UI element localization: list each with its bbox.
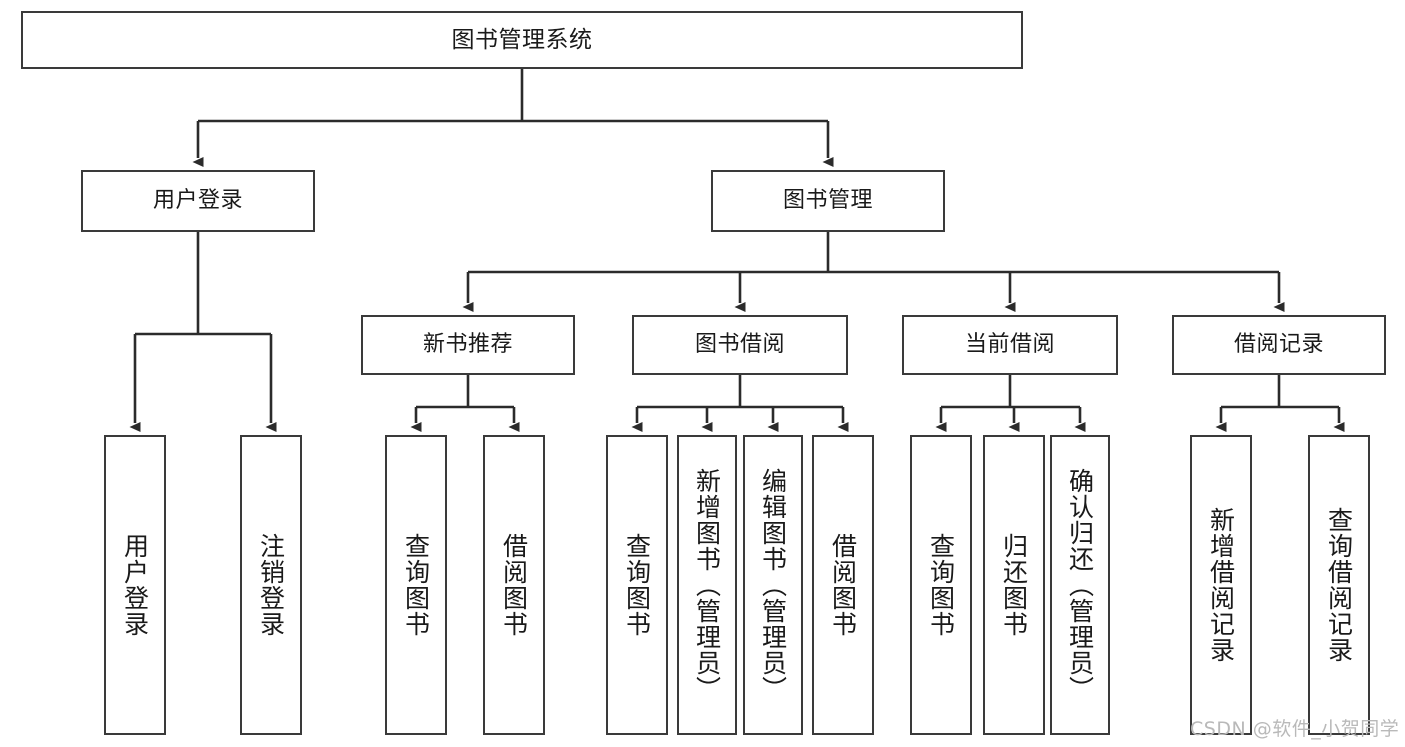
edge-group-book-manage [462,232,1285,312]
node-leaf-edit-book[interactable]: 编辑图书（管理员） [743,435,803,735]
node-leaf-query-borrow-record[interactable]: 查询借阅记录 [1308,435,1370,735]
node-user-login[interactable]: 用户登录 [81,170,315,232]
node-label-leaf-borrow-book-2: 借阅图书 [828,533,858,637]
node-label-user-login: 用户登录 [152,188,243,214]
edge-group-current-borrow [935,375,1086,432]
node-borrow-record[interactable]: 借阅记录 [1172,315,1386,375]
node-label-book-manage: 图书管理 [782,188,873,214]
node-leaf-query-book-2[interactable]: 查询图书 [606,435,668,735]
node-label-leaf-user-logout: 注销登录 [256,533,286,637]
node-book-manage[interactable]: 图书管理 [711,170,945,232]
node-leaf-query-book-1[interactable]: 查询图书 [385,435,447,735]
edge-group-user-login [129,232,277,432]
node-leaf-borrow-book-1[interactable]: 借阅图书 [483,435,545,735]
node-label-leaf-add-book: 新增图书（管理员） [692,468,722,702]
node-leaf-borrow-book-2[interactable]: 借阅图书 [812,435,874,735]
node-label-current-borrow: 当前借阅 [964,332,1055,358]
node-leaf-query-book-3[interactable]: 查询图书 [910,435,972,735]
node-label-book-borrow: 图书借阅 [694,332,785,358]
node-label-leaf-user-login: 用户登录 [120,533,150,637]
node-label-leaf-query-borrow-record: 查询借阅记录 [1324,507,1354,663]
node-leaf-user-login[interactable]: 用户登录 [104,435,166,735]
node-current-borrow[interactable]: 当前借阅 [902,315,1118,375]
node-leaf-add-borrow-record[interactable]: 新增借阅记录 [1190,435,1252,735]
node-leaf-add-book[interactable]: 新增图书（管理员） [677,435,737,735]
node-label-new-book-recommend: 新书推荐 [422,332,513,358]
node-label-leaf-edit-book: 编辑图书（管理员） [758,468,788,702]
node-book-borrow[interactable]: 图书借阅 [632,315,848,375]
edge-group-book-borrow [631,375,849,432]
node-leaf-user-logout[interactable]: 注销登录 [240,435,302,735]
node-label-leaf-confirm-return: 确认归还（管理员） [1065,468,1095,702]
edge-group-root [192,69,834,167]
node-label-root: 图书管理系统 [451,26,593,53]
node-new-book-recommend[interactable]: 新书推荐 [361,315,575,375]
node-label-leaf-query-book-2: 查询图书 [622,533,652,637]
node-label-leaf-query-book-1: 查询图书 [401,533,431,637]
node-label-leaf-query-book-3: 查询图书 [926,533,956,637]
edge-group-borrow-record [1215,375,1345,432]
node-label-leaf-borrow-book-1: 借阅图书 [499,533,529,637]
node-label-leaf-return-book: 归还图书 [999,533,1029,637]
node-leaf-return-book[interactable]: 归还图书 [983,435,1045,735]
node-root-system[interactable]: 图书管理系统 [21,11,1023,69]
node-label-borrow-record: 借阅记录 [1233,332,1324,358]
node-label-leaf-add-borrow-record: 新增借阅记录 [1206,507,1236,663]
node-leaf-confirm-return[interactable]: 确认归还（管理员） [1050,435,1110,735]
edge-group-new-book-recommend [410,375,520,432]
